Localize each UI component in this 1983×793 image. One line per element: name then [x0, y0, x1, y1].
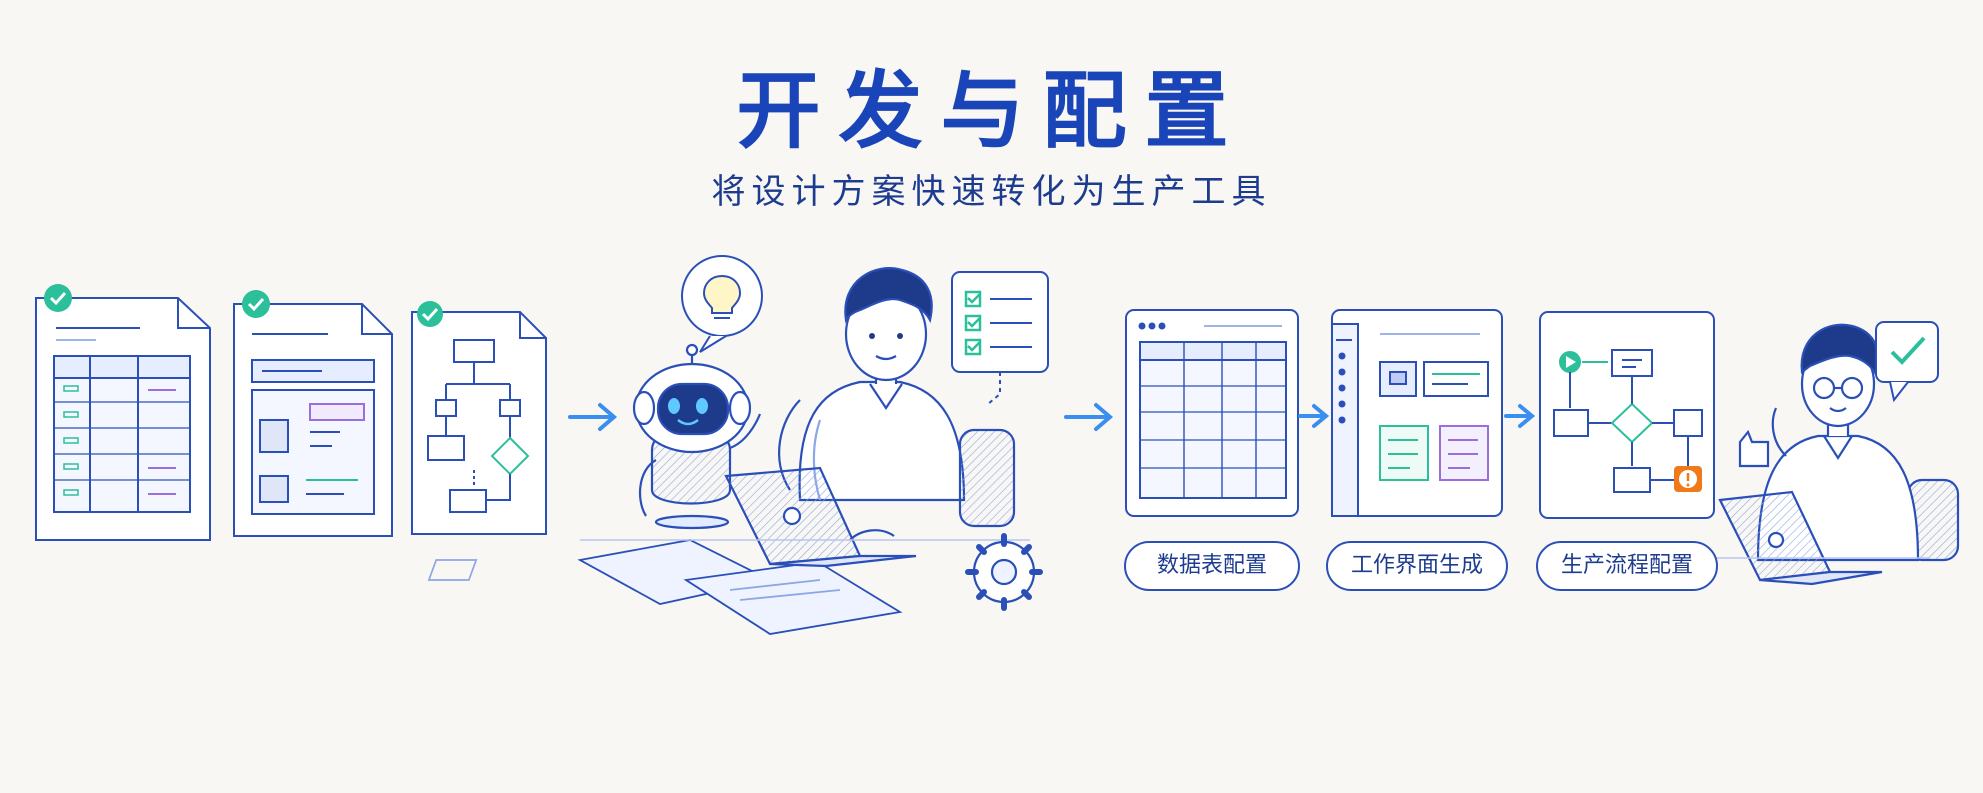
check-icon: [1890, 336, 1926, 365]
lightbulb-icon: [681, 255, 763, 353]
arrow-right-icon: [568, 403, 618, 431]
laptop-icon: [580, 466, 1030, 568]
label-process-config: 生产流程配置: [1536, 541, 1718, 591]
workui-card: [1331, 309, 1503, 517]
process-card: [1539, 311, 1715, 519]
label-workui-generate: 工作界面生成: [1326, 541, 1508, 591]
arrow-right-icon: [1064, 403, 1114, 431]
thumbs-up-icon: [1738, 429, 1770, 468]
warning-icon: [1674, 466, 1702, 492]
label-datatable-config: 数据表配置: [1124, 541, 1300, 591]
check-icon: [242, 290, 270, 318]
check-icon: [417, 301, 443, 327]
approval-bubble: [1875, 321, 1939, 403]
person-developer: [778, 267, 1016, 528]
arrow-right-icon: [1504, 404, 1536, 428]
blueprint-sheets: [427, 539, 903, 635]
design-doc-table: [35, 297, 211, 541]
checklist-card: [951, 271, 1049, 405]
page-subtitle: 将设计方案快速转化为生产工具: [711, 172, 1272, 212]
check-icon: [44, 284, 72, 312]
design-doc-flowchart: [411, 311, 547, 535]
check-icon: [964, 290, 982, 356]
arrow-right-icon: [1298, 404, 1330, 428]
laptop-icon: [1690, 490, 1930, 586]
datatable-card: [1125, 309, 1299, 517]
gear-icon: [965, 533, 1043, 611]
play-icon: [1559, 351, 1581, 373]
page-title: 开发与配置: [736, 62, 1247, 160]
design-doc-form: [233, 303, 393, 537]
robot-icon: [632, 343, 762, 530]
